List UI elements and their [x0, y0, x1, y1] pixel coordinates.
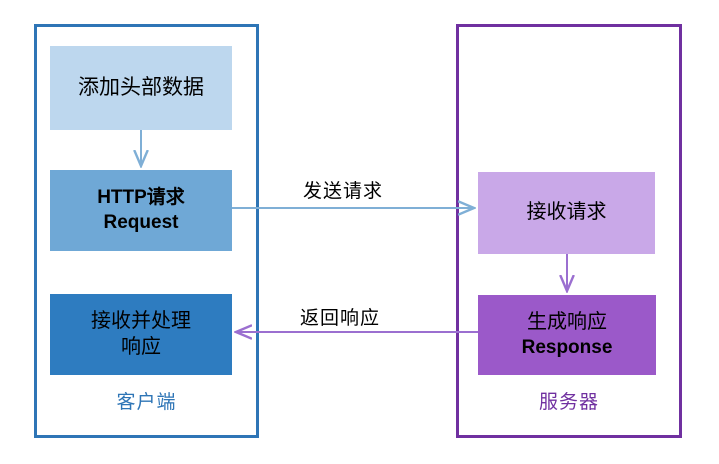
box-receive-process-line2: 响应 — [121, 335, 161, 358]
server-caption: 服务器 — [538, 392, 599, 413]
box-add-header-data[interactable]: 添加头部数据 — [50, 46, 232, 130]
box-receive-request[interactable]: 接收请求 — [478, 172, 655, 254]
client-container: 客户端 — [34, 24, 259, 438]
edge-label-return-response: 返回响应 — [300, 308, 381, 329]
box-generate-response[interactable]: 生成响应 Response — [478, 295, 656, 375]
box-add-header-line1: 添加头部数据 — [78, 75, 204, 99]
server-container: 服务器 — [456, 24, 682, 438]
box-generate-response-line1: 生成响应 — [527, 311, 607, 334]
box-http-request-line2: Request — [103, 211, 179, 233]
box-generate-response-line2: Response — [521, 336, 613, 358]
client-caption: 客户端 — [116, 392, 177, 413]
edge-label-send-request: 发送请求 — [303, 181, 384, 202]
box-http-request-line1: HTTP请求 — [97, 187, 185, 209]
box-http-request[interactable]: HTTP请求 Request — [50, 170, 232, 251]
box-receive-request-line1: 接收请求 — [526, 201, 607, 224]
box-receive-process-line1: 接收并处理 — [91, 309, 191, 332]
box-receive-and-process-response[interactable]: 接收并处理 响应 — [50, 294, 232, 375]
